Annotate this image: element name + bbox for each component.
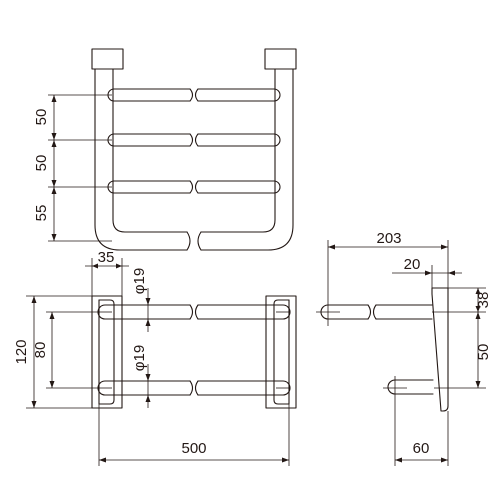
- dim-plate-thickness: 20: [392, 256, 462, 288]
- dim-gap-bottom: 55: [33, 205, 50, 222]
- dim-rail-spacing-label: 80: [32, 342, 49, 359]
- dim-projection-label: 203: [376, 230, 401, 247]
- frame-right-outer: [200, 68, 294, 251]
- dim-overall-depth: 120: [13, 295, 92, 409]
- top-view-rail-upper: [97, 304, 291, 320]
- side-view: 203 20 38 50: [316, 230, 492, 466]
- dim-overall-depth-label: 120: [13, 339, 30, 364]
- side-rail-upper: [316, 300, 433, 326]
- left-bracket: [91, 295, 123, 409]
- dim-projection: 203: [327, 230, 449, 300]
- wall-plate: [431, 287, 449, 412]
- dim-rail-dia-lower-label: φ19: [131, 345, 148, 371]
- dim-overall-length-label: 500: [181, 440, 206, 457]
- dim-rail-dia-lower: φ19: [131, 345, 151, 408]
- dim-side-rail-spacing-label: 50: [475, 344, 492, 361]
- dim-rail-spacing: 80: [32, 311, 98, 389]
- rail-top: [107, 88, 281, 102]
- frame-left-inner: [112, 68, 188, 233]
- front-view: 50 50 55: [33, 48, 297, 251]
- top-view: 35 120 80 φ19: [13, 249, 297, 466]
- rail-middle: [107, 133, 281, 147]
- frame-right-inner: [200, 68, 276, 233]
- front-vertical-dimension: 50 50 55: [33, 94, 112, 242]
- dim-bracket-width-label: 35: [98, 249, 115, 266]
- dim-lower-projection-label: 60: [413, 440, 430, 457]
- dim-top-offset: 38: [432, 287, 492, 313]
- break-mark: [186, 231, 191, 251]
- break-mark: [197, 231, 202, 251]
- right-mount-cap: [264, 48, 297, 70]
- top-view-rail-lower: [97, 380, 291, 396]
- right-bracket: [265, 295, 297, 409]
- side-rail-lower: [383, 376, 434, 402]
- dim-overall-length: 500: [98, 404, 290, 466]
- frame-left-outer: [94, 68, 188, 251]
- dim-rail-dia-upper: φ19: [131, 268, 151, 332]
- dim-gap-middle: 50: [33, 155, 50, 172]
- rail-bottom: [107, 180, 281, 194]
- dim-bracket-width: 35: [85, 249, 129, 296]
- left-mount-cap: [91, 48, 124, 70]
- dim-gap-top: 50: [33, 109, 50, 126]
- dim-side-rail-spacing: 50: [434, 312, 492, 389]
- dim-top-offset-label: 38: [475, 292, 492, 309]
- dim-lower-projection: 60: [394, 402, 449, 466]
- dim-plate-thickness-label: 20: [404, 256, 421, 273]
- dim-rail-dia-upper-label: φ19: [131, 268, 148, 294]
